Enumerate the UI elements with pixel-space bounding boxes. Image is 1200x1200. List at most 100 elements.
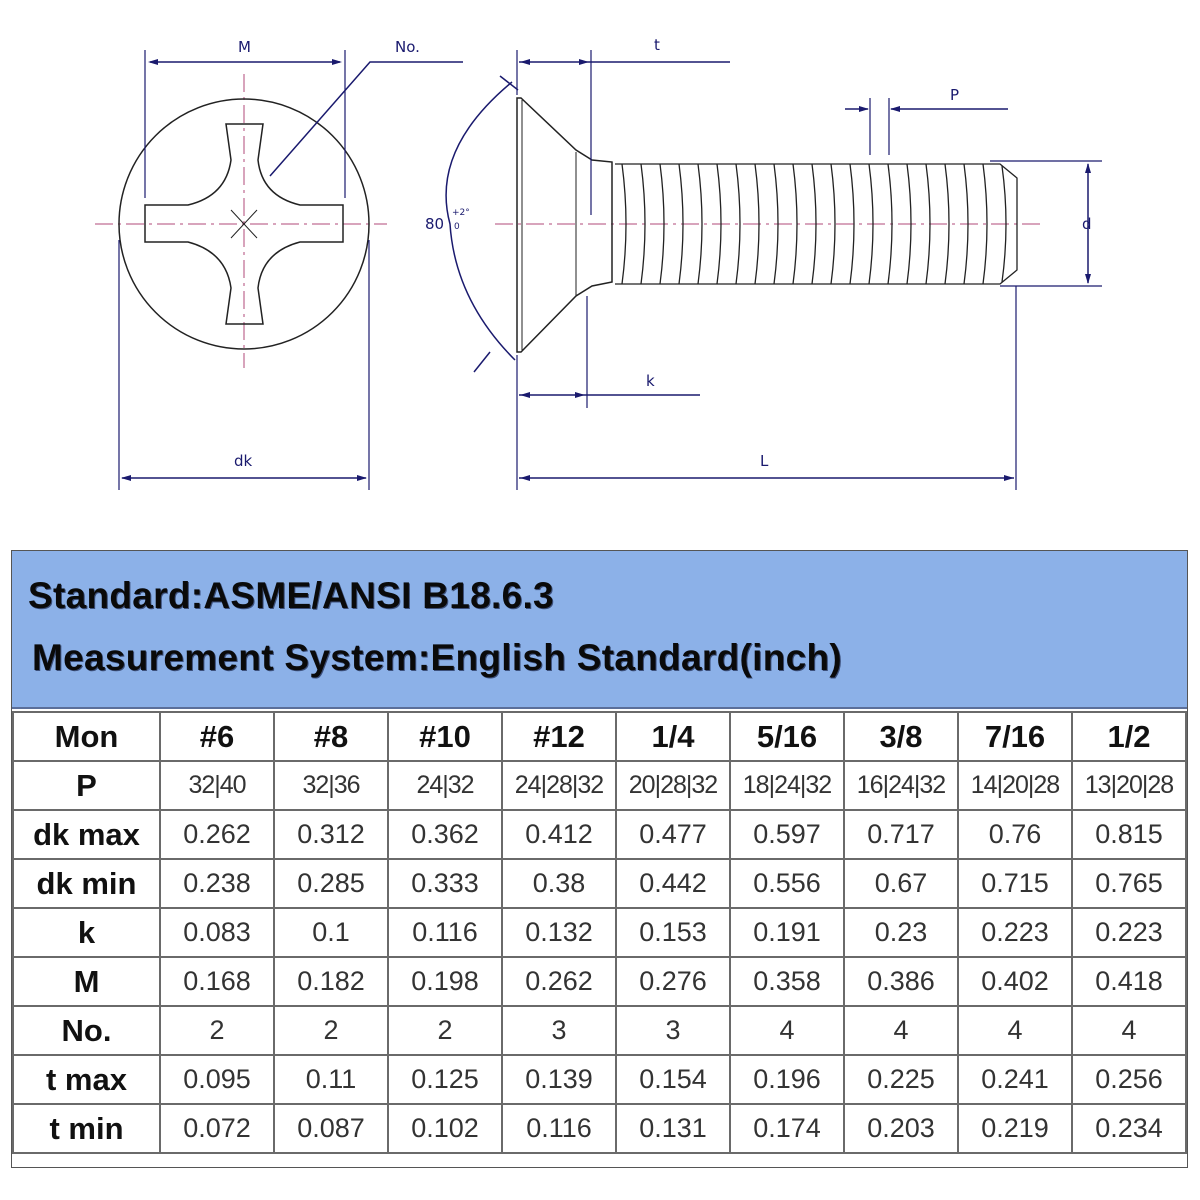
- header-size-cell: 3/8: [843, 711, 959, 762]
- table-cell: 0.333: [387, 858, 503, 909]
- table-cell: 0.132: [501, 907, 617, 958]
- head-top-view: [95, 50, 463, 490]
- header-size-cell: 5/16: [729, 711, 845, 762]
- header-size-cell: #6: [159, 711, 275, 762]
- table-cell: 0.418: [1071, 956, 1187, 1007]
- table-cell: 0.358: [729, 956, 845, 1007]
- label-P: P: [950, 86, 960, 104]
- label-angle: 80: [425, 215, 445, 233]
- table-cell: 4: [729, 1005, 845, 1056]
- table-cell: 0.717: [843, 809, 959, 860]
- table-cell: 0.223: [957, 907, 1073, 958]
- table-cell: 0.362: [387, 809, 503, 860]
- table-cell: 0.191: [729, 907, 845, 958]
- table-cell: 0.67: [843, 858, 959, 909]
- table-cell: 20|28|32: [615, 760, 731, 811]
- table-cell: 2: [387, 1005, 503, 1056]
- table-cell: 0.153: [615, 907, 731, 958]
- screw-side-view: [445, 50, 1102, 490]
- label-No: No.: [395, 38, 420, 56]
- table-cell: 0.765: [1071, 858, 1187, 909]
- table-cell: 2: [273, 1005, 389, 1056]
- table-cell: 32|40: [159, 760, 275, 811]
- table-cell: 24|32: [387, 760, 503, 811]
- label-angle-tol-minus: 0: [454, 222, 460, 232]
- table-cell: 0.23: [843, 907, 959, 958]
- table-cell: 0.1: [273, 907, 389, 958]
- table-cell: 0.225: [843, 1054, 959, 1105]
- table-cell: 0.131: [615, 1103, 731, 1154]
- label-angle-tol-plus: +2°: [452, 208, 470, 218]
- table-cell: 0.234: [1071, 1103, 1187, 1154]
- table-cell: 0.477: [615, 809, 731, 860]
- table-cell: 0.139: [501, 1054, 617, 1105]
- table-cell: 0.285: [273, 858, 389, 909]
- table-cell: 0.168: [159, 956, 275, 1007]
- table-cell: 0.116: [387, 907, 503, 958]
- table-cell: 0.556: [729, 858, 845, 909]
- header-size-cell: #8: [273, 711, 389, 762]
- measurement-system: Measurement System:English Standard(inch…: [32, 637, 843, 678]
- table-cell: 0.219: [957, 1103, 1073, 1154]
- table-cell: 0.262: [159, 809, 275, 860]
- table-cell: 18|24|32: [729, 760, 845, 811]
- header-size-cell: #12: [501, 711, 617, 762]
- table-cell: 0.241: [957, 1054, 1073, 1105]
- label-L: L: [760, 452, 769, 470]
- table-cell: 0.196: [729, 1054, 845, 1105]
- table-cell: 0.312: [273, 809, 389, 860]
- table-cell: 2: [159, 1005, 275, 1056]
- screw-technical-drawing: M No. t P d 80 +2° 0 k dk L: [0, 0, 1200, 520]
- row-label-cell: No.: [12, 1005, 161, 1056]
- standard-title: Standard:ASME/ANSI B18.6.3: [28, 575, 554, 616]
- table-cell: 0.386: [843, 956, 959, 1007]
- table-cell: 0.402: [957, 956, 1073, 1007]
- row-label-cell: dk max: [12, 809, 161, 860]
- table-cell: 0.102: [387, 1103, 503, 1154]
- header-size-cell: #10: [387, 711, 503, 762]
- row-label-cell: t max: [12, 1054, 161, 1105]
- table-cell: 0.38: [501, 858, 617, 909]
- table-cell: 0.083: [159, 907, 275, 958]
- table-cell: 0.125: [387, 1054, 503, 1105]
- table-cell: 0.182: [273, 956, 389, 1007]
- table-cell: 3: [501, 1005, 617, 1056]
- table-cell: 16|24|32: [843, 760, 959, 811]
- header-size-cell: 7/16: [957, 711, 1073, 762]
- table-cell: 0.262: [501, 956, 617, 1007]
- table-cell: 14|20|28: [957, 760, 1073, 811]
- header-size-cell: 1/2: [1071, 711, 1187, 762]
- label-M: M: [238, 38, 251, 56]
- screw-drawing-svg: [95, 50, 1102, 490]
- table-cell: 0.116: [501, 1103, 617, 1154]
- table-cell: 32|36: [273, 760, 389, 811]
- row-label-cell: M: [12, 956, 161, 1007]
- table-cell: 0.256: [1071, 1054, 1187, 1105]
- table-cell: 13|20|28: [1071, 760, 1187, 811]
- row-label-cell: k: [12, 907, 161, 958]
- label-dk: dk: [234, 452, 253, 470]
- table-cell: 0.223: [1071, 907, 1187, 958]
- table-cell: 4: [843, 1005, 959, 1056]
- header-label-cell: Mon: [12, 711, 161, 762]
- header-size-cell: 1/4: [615, 711, 731, 762]
- table-cell: 0.095: [159, 1054, 275, 1105]
- table-cell: 0.198: [387, 956, 503, 1007]
- row-label-cell: P: [12, 760, 161, 811]
- standard-banner: Standard:ASME/ANSI B18.6.3 Measurement S…: [12, 551, 1187, 709]
- row-label-cell: dk min: [12, 858, 161, 909]
- table-cell: 0.715: [957, 858, 1073, 909]
- table-cell: 0.412: [501, 809, 617, 860]
- label-t: t: [654, 36, 660, 54]
- table-cell: 4: [1071, 1005, 1187, 1056]
